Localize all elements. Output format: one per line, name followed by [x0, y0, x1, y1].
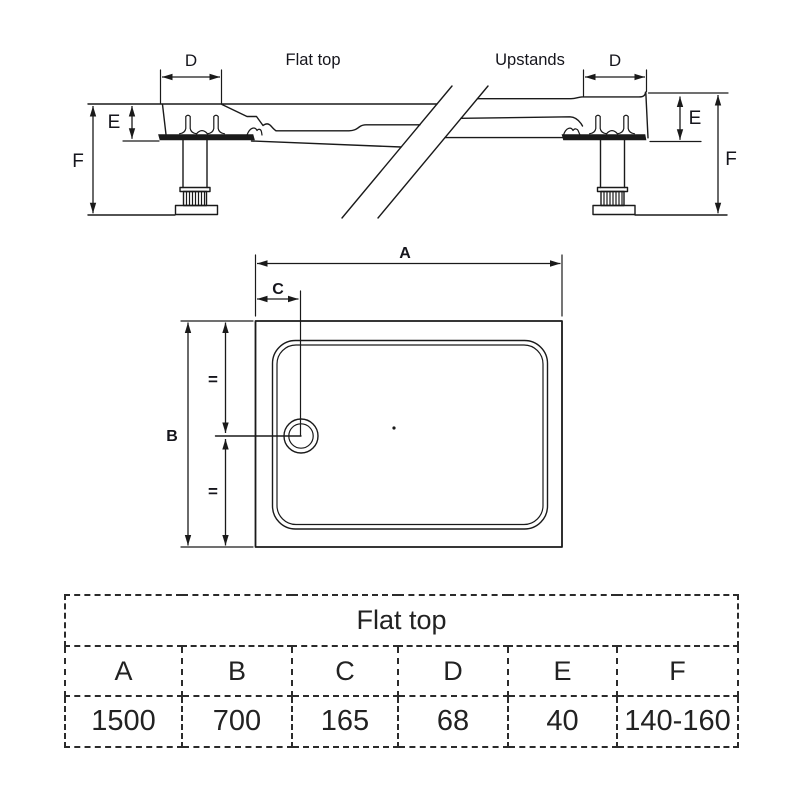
left-rim-base [158, 134, 255, 141]
dimension-label-a: A [399, 245, 411, 262]
spec-table-values-row: 1500 700 165 68 40 140-160 [64, 695, 739, 748]
tray-floor-line-left [275, 124, 421, 132]
dimension-label-f-left: F [72, 151, 84, 172]
b-extension-lines [180, 320, 254, 548]
column-header-e: E [507, 645, 618, 697]
dimension-label-d-left: D [185, 51, 197, 70]
basin-outer-edge [271, 339, 549, 530]
column-header-f: F [616, 645, 739, 697]
left-rim-step [221, 103, 277, 132]
right-rim-rib [616, 114, 636, 135]
spec-table-header-row: Flat top [64, 594, 739, 647]
d-right-extension-lines [582, 69, 648, 97]
value-a: 1500 [64, 695, 183, 748]
tray-floor-line-right [460, 116, 584, 127]
dimension-label-b: B [166, 428, 178, 445]
value-c: 165 [291, 695, 399, 748]
basin-inner-edge [276, 344, 544, 526]
tray-underside-left [250, 140, 402, 148]
column-header-c: C [291, 645, 399, 697]
side-view: D Flat top Upstands D E F E F [72, 51, 737, 219]
break-line [341, 85, 453, 219]
right-rim-base [561, 134, 647, 141]
spec-table-title: Flat top [64, 594, 739, 647]
break-line [377, 85, 489, 219]
column-header-a: A [64, 645, 183, 697]
value-f: 140-160 [616, 695, 739, 748]
technical-drawing: D Flat top Upstands D E F E F A C B = = [72, 51, 737, 548]
dimension-label-f-right: F [725, 149, 737, 170]
spec-table-columns-row: A B C D E F [64, 645, 739, 697]
dimension-label-d-right: D [609, 51, 621, 70]
column-header-b: B [181, 645, 293, 697]
right-rim-rib [588, 114, 608, 135]
center-mark [392, 426, 396, 430]
left-rim-rib [206, 114, 226, 135]
dimension-label-e-left: E [108, 112, 121, 133]
value-d: 68 [397, 695, 509, 748]
adjustable-foot-right [592, 139, 636, 216]
equal-mark-lower: = [208, 482, 218, 501]
tray-top-surface-right [476, 91, 647, 100]
spec-table: Flat top A B C D E F 1500 700 165 68 40 … [64, 594, 739, 748]
plan-view: A C B = = [166, 245, 563, 548]
right-gusset [562, 127, 581, 136]
a-extension-lines [254, 254, 563, 317]
tray-outline [254, 320, 563, 548]
upstands-label: Upstands [495, 51, 565, 69]
left-gusset [246, 127, 263, 136]
column-header-d: D [397, 645, 509, 697]
tray-right-edge [645, 91, 649, 139]
adjustable-foot-left [174, 139, 219, 216]
d-left-extension-lines [159, 69, 223, 105]
left-rib-hump [195, 130, 209, 135]
flat-top-label: Flat top [285, 51, 340, 69]
value-e: 40 [507, 695, 618, 748]
value-b: 700 [181, 695, 293, 748]
dimension-label-e-right: E [689, 108, 702, 129]
left-rim-rib [178, 114, 198, 135]
tray-left-edge [161, 103, 167, 136]
dimension-label-c: C [272, 281, 284, 298]
right-rib-hump [605, 130, 619, 135]
equal-mark-upper: = [208, 370, 218, 389]
